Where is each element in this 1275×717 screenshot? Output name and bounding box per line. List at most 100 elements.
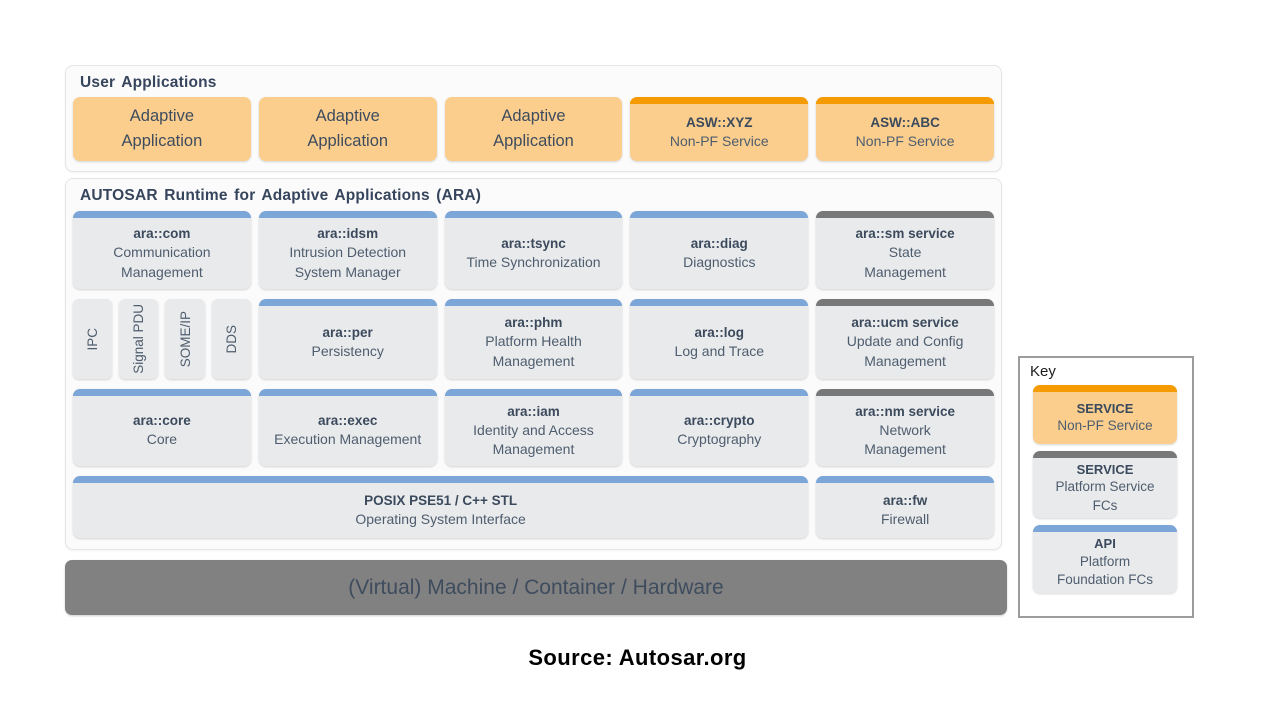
cell-name: ara::idsm (317, 226, 379, 242)
cell-name: ara::crypto (684, 413, 755, 429)
platform-service-bar (816, 299, 994, 306)
key-item-desc: Platform Service FCs (1055, 479, 1155, 513)
cell-name: ara::tsync (501, 235, 566, 251)
adaptive-application-box-3: Adaptive Application (444, 97, 623, 161)
key-item-name: SERVICE (1076, 400, 1134, 416)
cell-desc: Network Management (864, 421, 946, 458)
non-pf-service-bar (630, 97, 809, 104)
asw-abc-name: ASW::ABC (870, 114, 940, 130)
cell-desc: Log and Trace (674, 342, 765, 359)
protocol-label: IPC (85, 327, 101, 351)
api-bar (630, 299, 809, 306)
ara-panel: AUTOSAR Runtime for Adaptive Application… (65, 178, 1002, 550)
cell-posix-os-interface: POSIX PSE51 / C++ STL Operating System In… (73, 476, 809, 538)
cell-name: ara::exec (318, 413, 378, 429)
key-item-desc: Platform Foundation FCs (1056, 553, 1154, 588)
protocol-label: Signal PDU (131, 304, 147, 374)
cell-name: ara::per (322, 324, 373, 340)
cell-name: ara::com (133, 226, 191, 242)
cell-name: ara::nm service (855, 403, 955, 419)
cell-desc: Persistency (311, 342, 384, 359)
cell-desc: Cryptography (677, 431, 762, 448)
key-items: SERVICE Non-PF Service SERVICE Platform Se… (1020, 383, 1192, 593)
cell-name: POSIX PSE51 / C++ STL (364, 492, 518, 508)
asw-xyz-name: ASW::XYZ (686, 114, 753, 130)
key-title: Key (1030, 363, 1056, 380)
hardware-bar: (Virtual) Machine / Container / Hardware (65, 560, 1007, 615)
asw-abc-box: ASW::ABC Non-PF Service (816, 97, 994, 161)
api-bar (444, 389, 623, 396)
cell-name: ara::core (133, 413, 191, 429)
cell-desc: Execution Management (274, 431, 422, 448)
api-bar (258, 299, 437, 306)
communication-protocols-group: IPC Signal PDU SOME/IP DDS (73, 299, 251, 379)
non-pf-service-bar (1033, 385, 1177, 392)
protocol-some-ip: SOME/IP (165, 299, 205, 379)
adaptive-application-box-1: Adaptive Application (73, 97, 251, 161)
cell-desc: Operating System Interface (355, 510, 526, 527)
api-bar (630, 389, 809, 396)
cell-desc: Firewall (880, 510, 930, 527)
cell-desc: Intrusion Detection System Manager (289, 244, 407, 280)
protocol-dds: DDS (211, 299, 251, 379)
api-bar (630, 211, 809, 218)
non-pf-service-bar (816, 97, 994, 104)
key-item-name: SERVICE (1076, 461, 1134, 477)
cell-desc: Core (146, 431, 178, 448)
cell-name: ara::phm (504, 315, 563, 331)
asw-xyz-box: ASW::XYZ Non-PF Service (630, 97, 809, 161)
platform-service-bar (816, 211, 994, 218)
api-bar (816, 476, 994, 483)
api-bar (1033, 525, 1177, 532)
platform-service-bar (816, 389, 994, 396)
cell-desc: Communication Management (113, 244, 211, 280)
protocol-label: DDS (223, 324, 239, 354)
cell-name: ara::iam (507, 403, 560, 419)
protocol-ipc: IPC (73, 299, 113, 379)
asw-xyz-desc: Non-PF Service (669, 132, 769, 149)
cell-name: ara::sm service (855, 226, 955, 242)
platform-service-bar (1033, 451, 1177, 458)
protocol-label: SOME/IP (177, 310, 193, 368)
key-panel: Key SERVICE Non-PF Service SERVICE Platfor… (1018, 356, 1194, 618)
user-applications-row: Adaptive Application Adaptive Applicatio… (73, 97, 994, 161)
api-bar (258, 389, 437, 396)
cell-name: ara::ucm service (851, 315, 959, 331)
api-bar (73, 211, 251, 218)
user-applications-panel: User Applications Adaptive Application A… (65, 65, 1002, 172)
key-non-pf-service: SERVICE Non-PF Service (1033, 385, 1177, 444)
key-item-desc: Non-PF Service (1057, 418, 1153, 434)
adaptive-application-box-2: Adaptive Application (258, 97, 437, 161)
ara-title: AUTOSAR Runtime for Adaptive Application… (80, 187, 482, 204)
key-platform-service-fcs: SERVICE Platform Service FCs (1033, 451, 1177, 518)
cell-desc: Update and Config Management (846, 333, 964, 369)
api-bar (258, 211, 437, 218)
cell-desc: Diagnostics (683, 253, 756, 270)
cell-name: ara::fw (882, 492, 928, 508)
api-bar (73, 389, 251, 396)
cell-desc: Identity and Access Management (473, 421, 594, 458)
api-bar (73, 476, 809, 483)
asw-abc-desc: Non-PF Service (855, 132, 955, 149)
cell-name: ara::diag (690, 235, 748, 251)
cell-name: ara::log (694, 324, 745, 340)
api-bar (444, 211, 623, 218)
user-applications-title: User Applications (80, 74, 217, 91)
